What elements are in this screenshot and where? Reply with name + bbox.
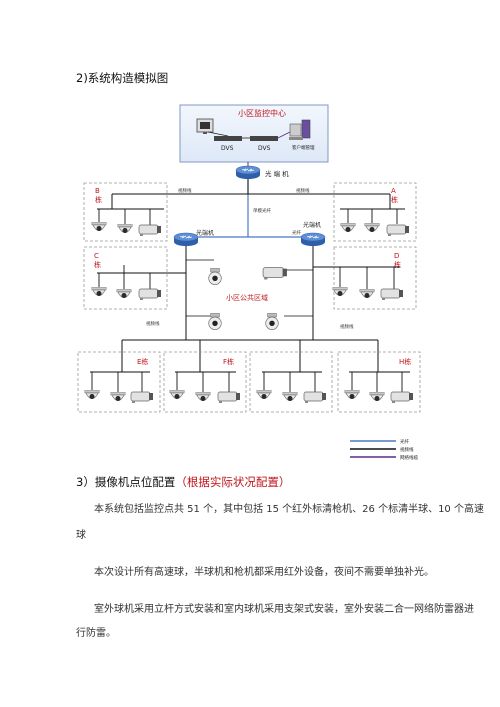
ptz-camera-icon [208,313,222,330]
dome-camera-icon [169,390,185,400]
block-a: A 栋 [333,182,417,242]
dome-camera-icon [110,392,126,402]
bullet-camera-icon [130,391,154,403]
legend-label: 视频线 [400,446,414,453]
block-c-label: C [94,252,99,260]
block-a-label: A [391,187,396,195]
block-f-label: F栋 [223,357,234,366]
right-switch-label: 光端机 [303,221,321,229]
top-fiber-switch-icon [235,165,261,179]
video-line-label-left: 视频线 [178,187,192,194]
legend-label: 网络线缆 [400,454,418,461]
right-fiber-switch-icon [300,232,326,246]
block-b-label: B [95,187,100,195]
monitoring-center: 小区监控中心 DVS DVS 客户端管理 [179,104,329,163]
trunk-label: 单模光纤 [253,207,271,214]
dome-camera-icon [369,392,385,402]
dome-camera-icon [359,289,375,299]
bullet-camera-icon [386,224,410,236]
block-g [249,351,333,413]
section-3-heading-text: 3）摄像机点位配置 [76,475,176,489]
dome-camera-icon [117,224,133,234]
video-mid-label-left: 视频线 [146,320,160,327]
paragraph-1-line-1: 本系统包括监控点共 51 个，其中包括 15 个红外标清枪机、26 个标清半球、… [94,504,484,515]
dvs-label-1: DVS [221,145,234,152]
left-switch-label: 光端机 [196,229,214,237]
dvs-label-2: DVS [258,145,271,152]
paragraph-2: 本次设计所有高速球，半球机和枪机都采用红外设备，夜间不需要单独补光。 [94,567,434,578]
ptz-camera-icon [208,268,222,285]
block-e: E栋 [77,351,161,413]
bullet-camera-icon [138,288,162,300]
block-e-label: E栋 [137,357,148,366]
dome-camera-icon [91,287,107,297]
paragraph-1-line-2: 球 [76,530,86,541]
dome-camera-icon [116,289,132,299]
dome-camera-icon [332,287,348,297]
bullet-camera-icon [390,391,414,403]
dome-camera-icon [256,390,272,400]
block-d-label: D [394,252,399,260]
ptz-camera-icon [265,313,279,330]
bullet-camera-icon [138,224,162,236]
monitor-icon [196,118,214,134]
svg-text:栋: 栋 [391,195,398,204]
block-h-label: H栋 [399,357,411,366]
block-h: H栋 [337,351,421,413]
public-area-label: 小区公共区域 [226,293,268,302]
video-mid-label-right: 视频线 [340,323,354,330]
block-d: D 栋 [313,246,417,310]
block-c: C 栋 [83,246,186,310]
bullet-camera-icon [303,391,327,403]
section-3-heading: 3）摄像机点位配置（根据实际状况配置） [76,474,290,490]
terminal-label: 客户端管理 [292,144,315,151]
fiber-line-label-right: 光纤 [292,229,301,236]
block-f: F栋 [163,351,247,413]
top-switch-label: 光 端 机 [265,169,289,178]
dome-camera-icon [344,390,360,400]
section-2-heading: 2)系统构造模拟图 [76,71,169,85]
svg-text:栋: 栋 [394,260,401,269]
paragraph-3-line-2: 行防雷。 [76,628,116,639]
dome-camera-icon [84,390,100,400]
dome-camera-icon [282,392,298,402]
paragraph-3-line-1: 室外球机采用立杆方式安装和室内球机采用支架式安装，室外安装二合一网络防雷器进 [94,604,474,615]
center-title: 小区监控中心 [238,108,286,118]
legend-label: 光纤 [400,438,409,445]
section-3-heading-note: （根据实际状况配置） [175,475,291,489]
bullet-camera-icon [217,391,241,403]
svg-text:栋: 栋 [94,260,101,269]
dome-camera-icon [91,222,107,232]
computer-icon [289,119,311,140]
dome-camera-icon [364,223,380,233]
dome-camera-icon [195,392,211,402]
dome-camera-icon [340,223,356,233]
block-b: B 栋 [83,182,168,242]
dvs-icon [214,136,278,141]
bullet-camera-icon [380,288,404,300]
bullet-camera-icon [262,267,288,280]
left-fiber-switch-icon [173,232,199,246]
svg-text:栋: 栋 [95,195,102,204]
public-area: 小区公共区域 [186,259,313,330]
video-line-label-right: 视频线 [296,187,310,194]
legend: 光纤 视频线 网络线缆 [350,438,418,461]
